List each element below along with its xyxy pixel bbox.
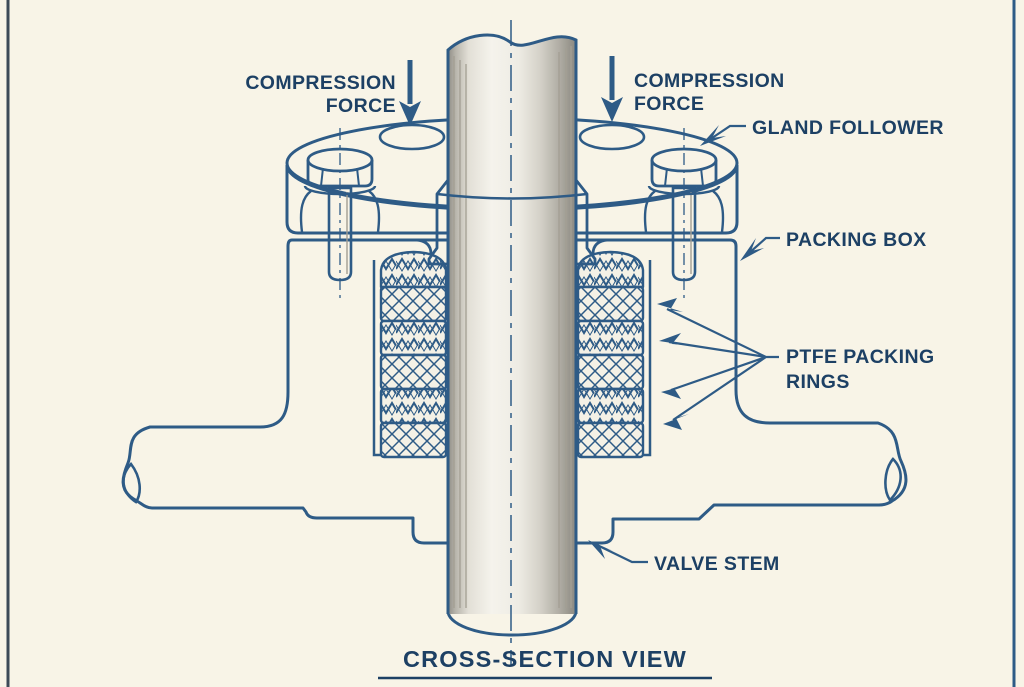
gland-follower-label: GLAND FOLLOWER: [752, 117, 944, 139]
valve-stem-shading-lines: [453, 46, 572, 608]
compression-arrow-right: [601, 56, 623, 122]
compression-force-right-label: COMPRESSION: [634, 70, 785, 92]
gland-boss-front-rim: [436, 192, 588, 200]
leaders-ptfe-packing-rings: [657, 298, 779, 430]
valve-body: [121, 238, 908, 545]
leader-gland-follower: [700, 124, 746, 146]
bolt-washer: [303, 185, 377, 196]
gland-bolt-left: [303, 128, 377, 298]
packing-ring: [576, 353, 645, 391]
packing-box-label: PACKING BOX: [786, 229, 927, 251]
valve-stem: [448, 35, 576, 615]
packing-ring: [379, 285, 448, 323]
packing-ring: [576, 250, 645, 289]
packing-ring: [379, 421, 448, 459]
bolt-head-facets: [664, 167, 704, 187]
packing-ring: [576, 285, 645, 323]
bolt-head-facets: [320, 167, 360, 187]
compression-arrow-left: [399, 60, 421, 126]
packing-ring: [379, 353, 448, 391]
gland-bolt-slot-left: [378, 123, 446, 151]
diagram-title: CROSS-SECTION VIEW: [403, 646, 687, 672]
leader-valve-stem: [588, 540, 648, 564]
packing-ring: [379, 319, 448, 357]
packing-ring: [379, 387, 448, 425]
compression-force-left-label: COMPRESSION: [245, 72, 396, 94]
pipe-right-break: [884, 457, 902, 503]
flange-bolt-boss-curves: [299, 190, 725, 233]
packing-ring: [576, 421, 645, 459]
pipe-left-break: [122, 461, 141, 504]
compression-force-left-label2: FORCE: [326, 95, 396, 117]
ptfe-packing-rings-label: PTFE PACKING: [786, 346, 935, 368]
packing-ring: [576, 319, 645, 357]
bolt-washer: [647, 185, 721, 196]
gland-bolt-slot-right: [578, 123, 646, 151]
ptfe-packing-rings-right: [576, 250, 645, 459]
compression-force-right-label2: FORCE: [634, 93, 704, 115]
ptfe-packing-rings-left: [379, 250, 448, 459]
valve-stem-outline: [446, 33, 578, 614]
packing-ring: [379, 250, 448, 289]
gland-bolt-right: [647, 128, 721, 298]
valve-stem-label: VALVE STEM: [654, 553, 780, 575]
ptfe-packing-rings-label2: RINGS: [786, 371, 850, 393]
packing-ring: [576, 387, 645, 425]
leader-packing-box: [740, 236, 780, 261]
